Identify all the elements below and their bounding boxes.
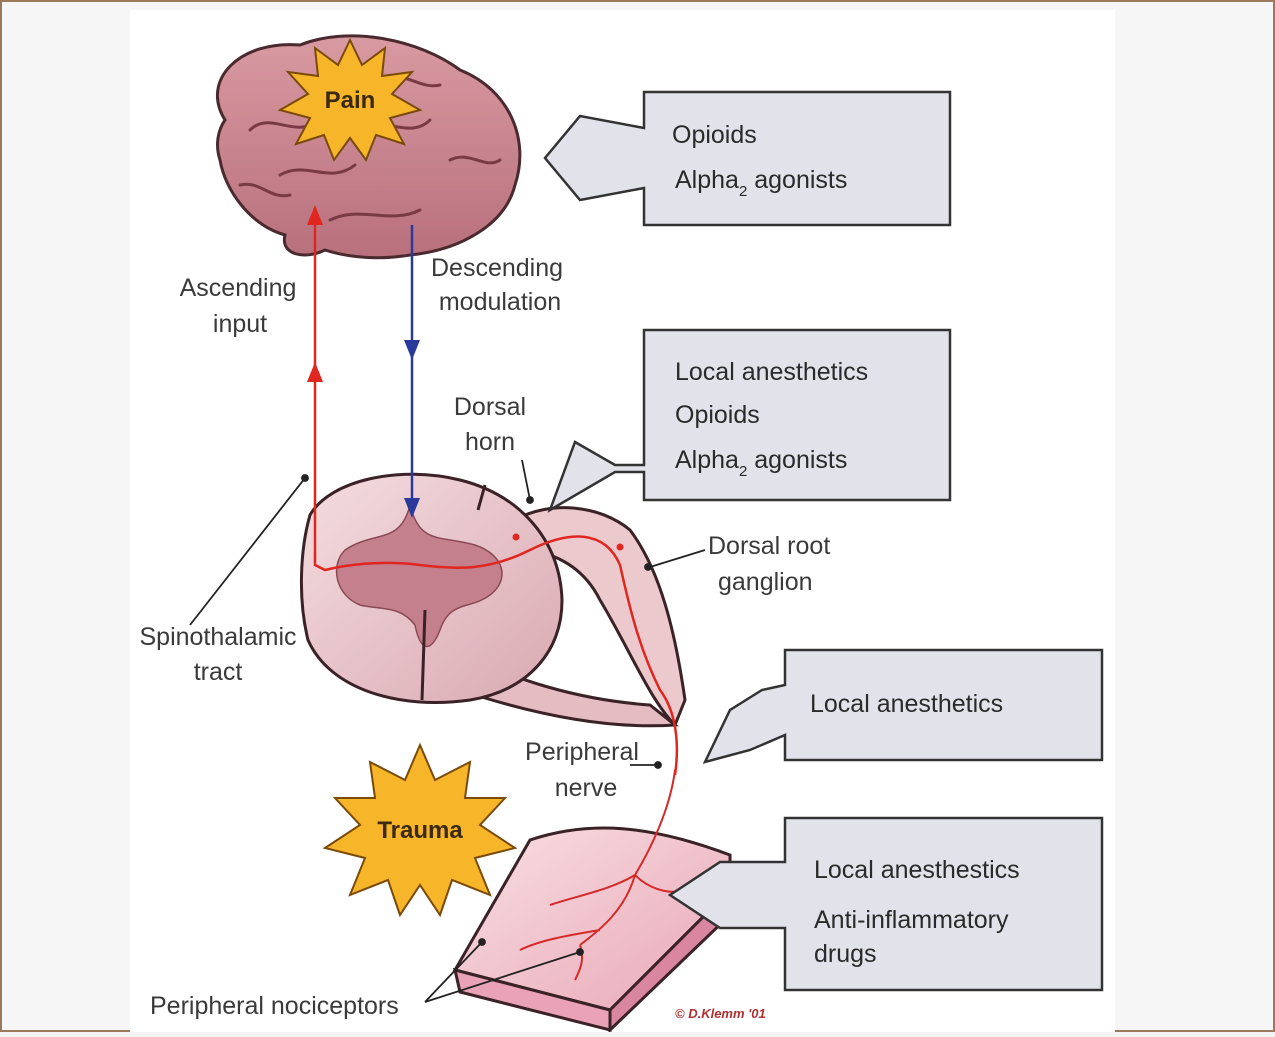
peripheral-nerve-label-line2: nerve — [555, 774, 618, 802]
callout-spinal: Local anesthetics Opioids Alpha2 agonist… — [550, 330, 950, 510]
dorsal-horn-label-line2: horn — [465, 428, 515, 456]
spinothalamic-tract-label-line1: Spinothalamic — [139, 623, 296, 651]
dorsal-horn-label-line1: Dorsal — [454, 393, 526, 421]
callout-peripheral-nerve-line1: Local anesthetics — [810, 690, 1003, 718]
spinothalamic-tract-label-line2: tract — [194, 658, 243, 686]
diagram-panel: Pain — [130, 10, 1115, 1032]
descending-modulation-label-line1: Descending — [431, 254, 563, 282]
callout-periphery-line2: Anti-inflammatory — [814, 906, 1009, 934]
ascending-input-label-line2: input — [213, 310, 267, 338]
dorsal-root-ganglion-label-line1: Dorsal root — [708, 532, 830, 560]
callout-brain-line1: Opioids — [672, 121, 757, 149]
callout-periphery-line1: Local anesthestics — [814, 856, 1020, 884]
callout-periphery: Local anesthestics Anti-inflammatory dru… — [670, 818, 1102, 990]
callout-spinal-line1: Local anesthetics — [675, 358, 868, 386]
descending-modulation-label-line2: modulation — [439, 288, 561, 316]
callout-brain: Opioids Alpha2 agonists — [545, 92, 950, 225]
peripheral-nerve-label-line1: Peripheral — [525, 738, 639, 766]
ascending-input-label-line1: Ascending — [180, 274, 297, 302]
callout-spinal-line2: Opioids — [675, 401, 760, 429]
trauma-label: Trauma — [377, 817, 463, 844]
peripheral-nociceptors-label: Peripheral nociceptors — [150, 992, 399, 1020]
callout-peripheral-nerve: Local anesthetics — [705, 650, 1102, 762]
illustrator-credit: © D.Klemm '01 — [675, 1006, 766, 1021]
dorsal-root-ganglion-label-line2: ganglion — [718, 568, 813, 596]
pain-label: Pain — [325, 87, 376, 114]
trauma-burst: Trauma — [325, 745, 515, 915]
callout-periphery-line3: drugs — [814, 940, 877, 968]
pain-pathway-diagram: Pain — [130, 10, 1115, 1032]
